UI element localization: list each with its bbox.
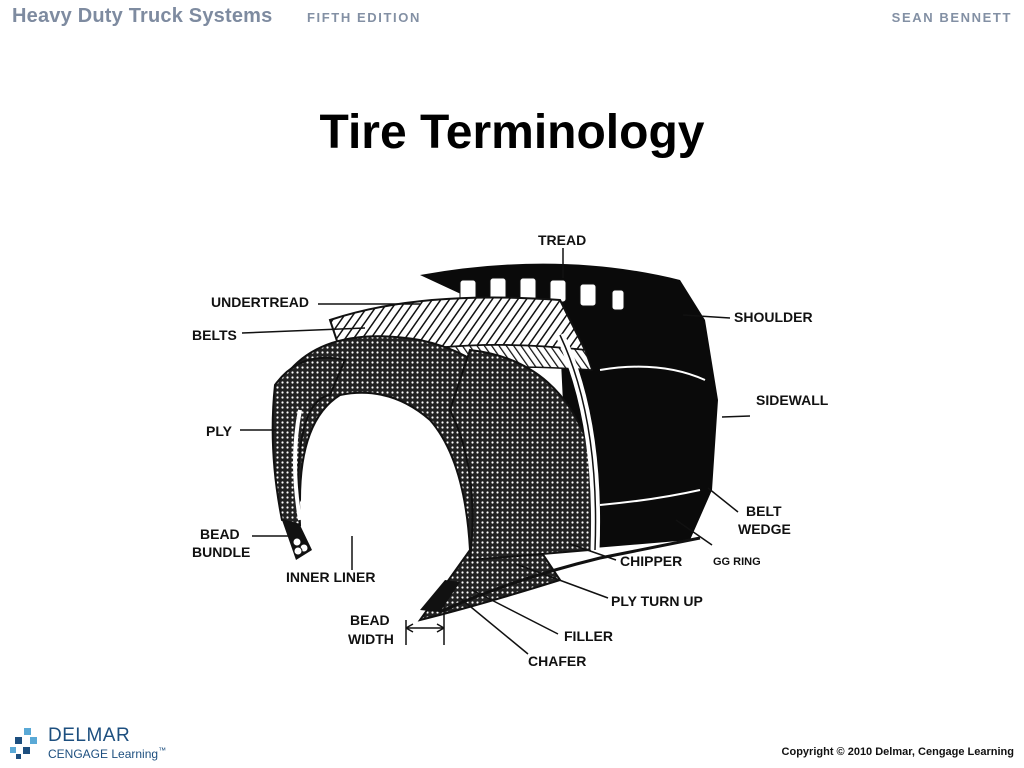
label-ply-turn-up: PLY TURN UP bbox=[611, 593, 703, 609]
label-ply: PLY bbox=[206, 423, 233, 439]
left-bead-bundle bbox=[282, 520, 312, 560]
right-bead bbox=[409, 574, 460, 612]
tire-drawing bbox=[271, 263, 718, 622]
author-name: SEAN BENNETT bbox=[891, 10, 1012, 25]
label-belt-wedge-line1: BELT bbox=[746, 503, 782, 519]
label-bead-width-line2: WIDTH bbox=[348, 631, 394, 647]
label-undertread: UNDERTREAD bbox=[211, 294, 309, 310]
brand-subtitle: CENGAGE Learning™ bbox=[48, 746, 166, 761]
copyright-notice: Copyright © 2010 Delmar, Cengage Learnin… bbox=[781, 746, 1014, 758]
slide-header: Heavy Duty Truck Systems FIFTH EDITION S… bbox=[0, 0, 1024, 36]
delmar-cengage-logo: DELMAR CENGAGE Learning™ bbox=[10, 722, 210, 762]
brand-sub-text: CENGAGE Learning bbox=[48, 747, 159, 761]
label-belts: BELTS bbox=[192, 327, 237, 343]
book-title: Heavy Duty Truck Systems bbox=[12, 5, 273, 27]
tire-cutaway-diagram: TREAD UNDERTREAD BELTS SHOULDER SIDEWALL… bbox=[192, 232, 829, 669]
delmar-logo-mark-icon bbox=[10, 728, 37, 759]
label-bead-bundle-line1: BEAD bbox=[200, 526, 240, 542]
label-gg-ring: GG RING bbox=[713, 556, 761, 568]
leader-lines bbox=[240, 248, 751, 655]
label-tread: TREAD bbox=[538, 232, 586, 248]
slide-title: Tire Terminology bbox=[319, 106, 705, 159]
label-sidewall: SIDEWALL bbox=[756, 392, 829, 408]
label-filler: FILLER bbox=[564, 628, 613, 644]
edition-label: FIFTH EDITION bbox=[307, 10, 421, 25]
label-belt-wedge-line2: WEDGE bbox=[738, 521, 791, 537]
label-bead-bundle-line2: BUNDLE bbox=[192, 544, 250, 560]
label-shoulder: SHOULDER bbox=[734, 309, 813, 325]
label-inner-liner: INNER LINER bbox=[286, 569, 375, 585]
label-chipper: CHIPPER bbox=[620, 553, 682, 569]
brand-name: DELMAR bbox=[48, 725, 131, 746]
label-chafer: CHAFER bbox=[528, 653, 586, 669]
label-bead-width-line1: BEAD bbox=[350, 612, 390, 628]
trademark-symbol: ™ bbox=[158, 746, 167, 755]
